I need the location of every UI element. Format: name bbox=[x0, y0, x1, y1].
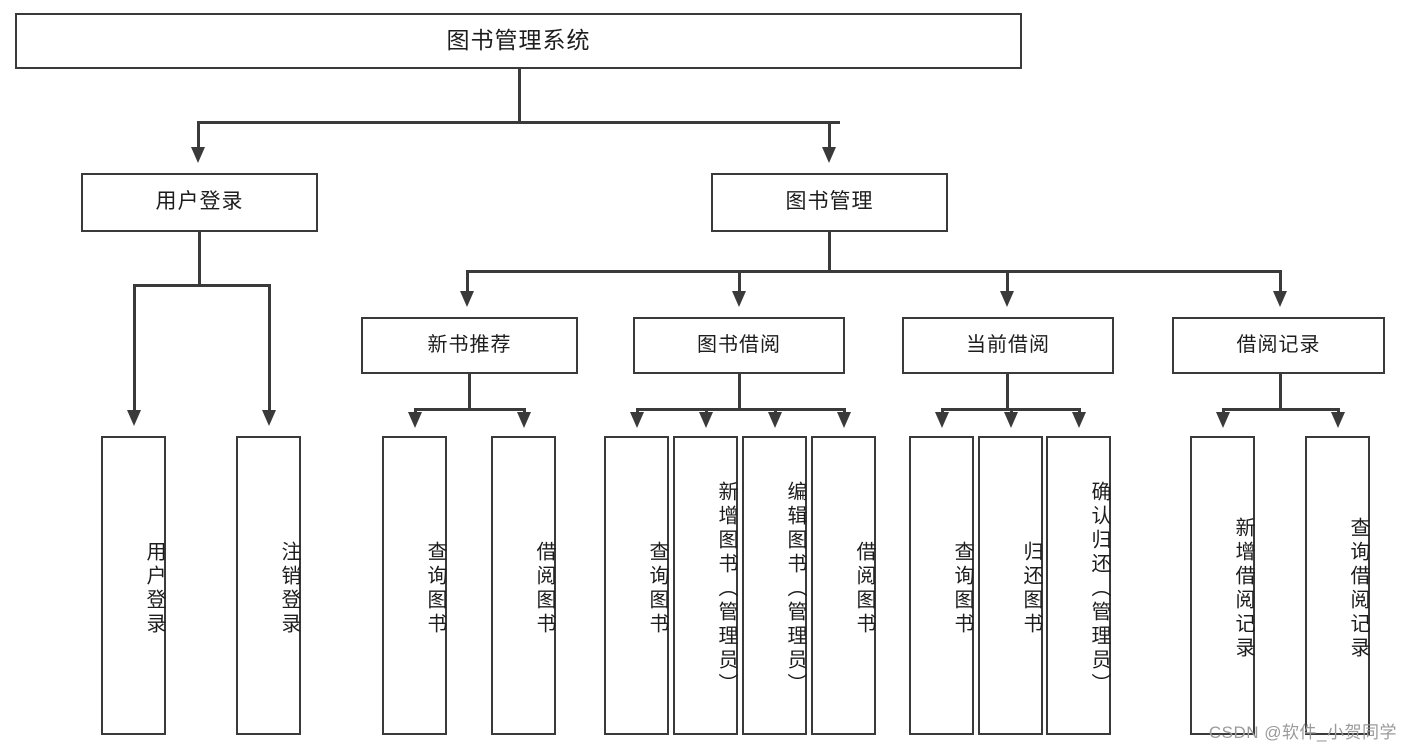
connector-cb-drop-3 bbox=[1078, 408, 1081, 414]
connector-bm-drop-4 bbox=[1279, 270, 1282, 293]
arrow-icon-bb-leaf-4 bbox=[837, 412, 851, 428]
connector-root-to-book-management bbox=[828, 121, 831, 149]
connector-bm-drop-2 bbox=[738, 270, 741, 293]
connector-user-login-stem bbox=[198, 232, 201, 284]
connector-bb-drop-1 bbox=[636, 408, 639, 414]
leaf-borrow-record-add-record[interactable]: 新增借阅记录 bbox=[1190, 436, 1255, 735]
arrow-icon-br-leaf-2 bbox=[1331, 412, 1345, 428]
arrow-icon-cb-leaf-1 bbox=[935, 412, 949, 428]
connector-br-bus bbox=[1222, 408, 1339, 411]
node-book-borrow[interactable]: 图书借阅 bbox=[633, 317, 845, 374]
leaf-borrow-record-query-record[interactable]: 查询借阅记录 bbox=[1305, 436, 1370, 735]
leaf-current-borrow-confirm-return-admin[interactable]: 确认归还（管理员） bbox=[1046, 436, 1111, 735]
arrow-icon-root-to-user-login bbox=[191, 147, 205, 163]
connector-user-login-right-drop bbox=[268, 284, 271, 412]
arrow-icon-cb-leaf-2 bbox=[1004, 412, 1018, 428]
connector-br-drop-2 bbox=[1337, 408, 1340, 414]
arrow-icon-bb-leaf-3 bbox=[768, 412, 782, 428]
arrow-icon-nbr-leaf-1 bbox=[408, 412, 422, 428]
arrow-icon-bm-to-current-borrow bbox=[1000, 291, 1014, 307]
connector-nbr-bus bbox=[414, 408, 525, 411]
connector-book-management-bus bbox=[466, 270, 1282, 273]
connector-nbr-stem bbox=[468, 374, 471, 408]
arrow-icon-root-to-book-management bbox=[822, 147, 836, 163]
arrow-icon-bm-to-borrow-record bbox=[1273, 291, 1287, 307]
connector-user-login-left-drop bbox=[133, 284, 136, 412]
arrow-icon-bm-to-new-book bbox=[460, 291, 474, 307]
connector-book-management-stem bbox=[828, 232, 831, 270]
connector-bb-bus bbox=[636, 408, 845, 411]
node-borrow-record[interactable]: 借阅记录 bbox=[1172, 317, 1385, 374]
connector-bm-drop-1 bbox=[466, 270, 469, 293]
leaf-new-book-borrow-book[interactable]: 借阅图书 bbox=[491, 436, 556, 735]
csdn-watermark: CSDN @软件_小贺同学 bbox=[1208, 723, 1397, 742]
leaf-current-borrow-return-book[interactable]: 归还图书 bbox=[978, 436, 1043, 735]
connector-root-to-user-login bbox=[197, 121, 200, 149]
arrow-icon-nbr-leaf-2 bbox=[517, 412, 531, 428]
node-root-book-management-system[interactable]: 图书管理系统 bbox=[15, 13, 1022, 69]
arrow-icon-bb-leaf-2 bbox=[699, 412, 713, 428]
leaf-book-borrow-add-book-admin[interactable]: 新增图书（管理员） bbox=[673, 436, 738, 735]
connector-root-bus bbox=[197, 121, 840, 124]
connector-bb-stem bbox=[738, 374, 741, 408]
node-current-borrow[interactable]: 当前借阅 bbox=[902, 317, 1114, 374]
connector-br-drop-1 bbox=[1222, 408, 1225, 414]
node-user-login[interactable]: 用户登录 bbox=[81, 173, 318, 232]
arrow-icon-br-leaf-1 bbox=[1216, 412, 1230, 428]
connector-nbr-drop-1 bbox=[414, 408, 417, 414]
connector-bb-drop-4 bbox=[843, 408, 846, 414]
connector-cb-stem bbox=[1006, 374, 1009, 408]
leaf-user-login-logout[interactable]: 注销登录 bbox=[236, 436, 301, 735]
connector-root-stem bbox=[518, 69, 521, 121]
connector-bb-drop-2 bbox=[705, 408, 708, 414]
connector-nbr-drop-2 bbox=[523, 408, 526, 414]
arrow-icon-cb-leaf-3 bbox=[1072, 412, 1086, 428]
leaf-book-borrow-edit-book-admin[interactable]: 编辑图书（管理员） bbox=[742, 436, 807, 735]
connector-bm-drop-3 bbox=[1006, 270, 1009, 293]
leaf-current-borrow-query-book[interactable]: 查询图书 bbox=[909, 436, 974, 735]
leaf-book-borrow-query-book[interactable]: 查询图书 bbox=[604, 436, 669, 735]
connector-br-stem bbox=[1279, 374, 1282, 408]
leaf-book-borrow-borrow-book[interactable]: 借阅图书 bbox=[811, 436, 876, 735]
leaf-user-login-login[interactable]: 用户登录 bbox=[101, 436, 166, 735]
connector-cb-drop-1 bbox=[941, 408, 944, 414]
arrow-icon-user-login-leaf-1 bbox=[127, 410, 141, 426]
arrow-icon-user-login-leaf-2 bbox=[262, 410, 276, 426]
node-new-book-recommend[interactable]: 新书推荐 bbox=[361, 317, 578, 374]
connector-user-login-bus bbox=[133, 284, 270, 287]
arrow-icon-bb-leaf-1 bbox=[630, 412, 644, 428]
leaf-new-book-query-book[interactable]: 查询图书 bbox=[382, 436, 447, 735]
connector-bb-drop-3 bbox=[774, 408, 777, 414]
node-book-management[interactable]: 图书管理 bbox=[711, 173, 948, 232]
connector-cb-drop-2 bbox=[1010, 408, 1013, 414]
arrow-icon-bm-to-book-borrow bbox=[732, 291, 746, 307]
